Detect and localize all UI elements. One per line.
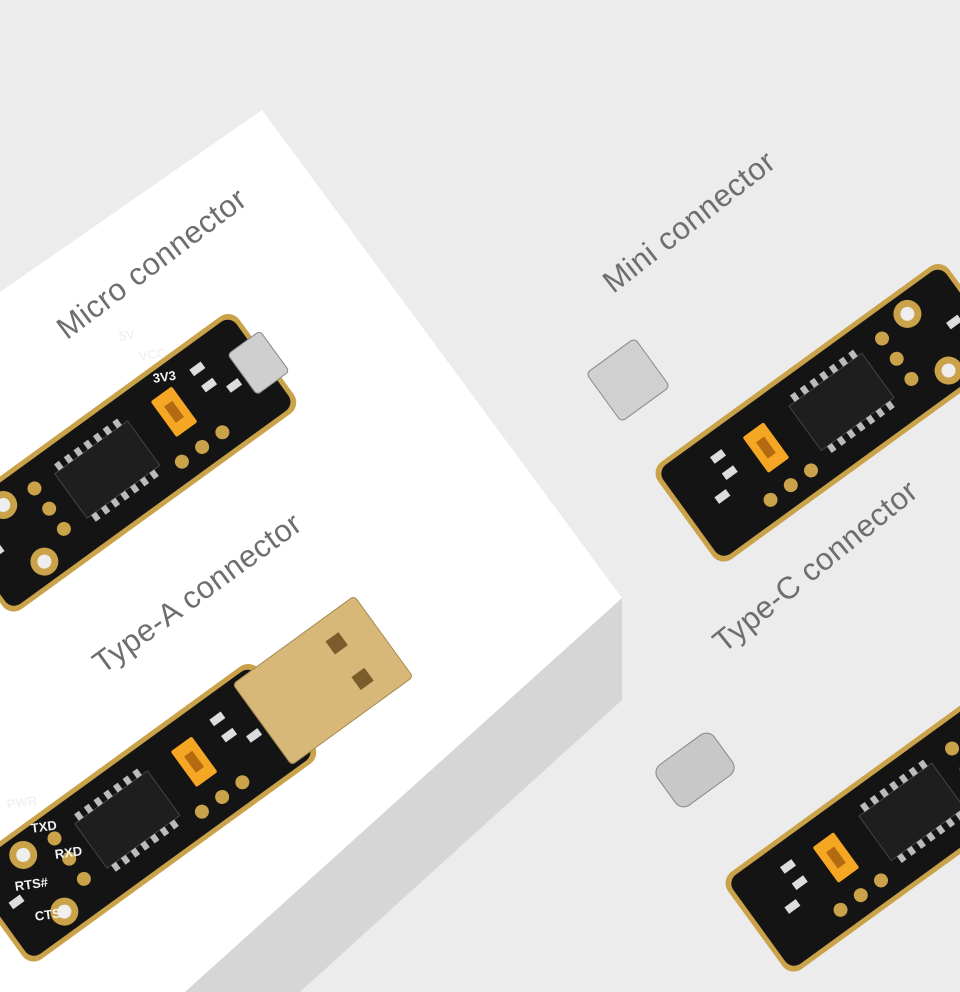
mini-usb-board (649, 257, 960, 568)
silkscreen-rxd: RXD (53, 843, 84, 862)
silkscreen-5v: 5V (117, 326, 136, 344)
type-c-usb-board (719, 667, 960, 978)
mini-usb-connector (587, 339, 669, 421)
silkscreen-pwr: PWR (5, 792, 38, 812)
micro-usb-board (0, 307, 303, 618)
silkscreen-vcc: VCC (137, 345, 168, 364)
type-a-usb-board (0, 597, 412, 968)
type-c-usb-connector (655, 732, 735, 808)
display-box-side (185, 598, 622, 992)
silkscreen-3v3: 3V3 (151, 367, 177, 386)
silkscreen-txd: TXD (29, 817, 58, 836)
